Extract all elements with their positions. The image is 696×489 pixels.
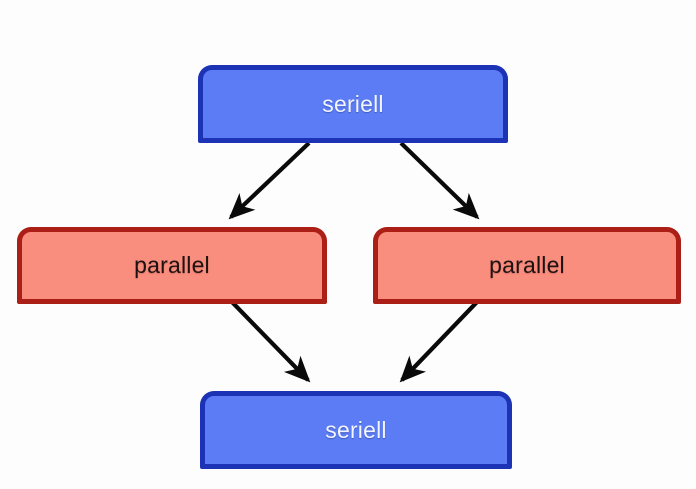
edge-top-to-parallel-right: [399, 141, 480, 220]
node-serial-bottom[interactable]: seriell: [200, 391, 512, 469]
node-parallel-right[interactable]: parallel: [373, 227, 681, 304]
node-serial-top-label: seriell: [322, 90, 384, 117]
edge-top-to-parallel-left: [228, 141, 311, 220]
node-parallel-left[interactable]: parallel: [17, 227, 327, 304]
edge-parallel-left-to-bottom: [230, 300, 311, 383]
node-serial-top[interactable]: seriell: [198, 65, 508, 143]
node-parallel-left-label: parallel: [134, 252, 210, 278]
edge-parallel-right-to-bottom: [399, 300, 479, 383]
node-serial-bottom-label: seriell: [325, 416, 387, 443]
node-parallel-right-label: parallel: [489, 252, 565, 278]
